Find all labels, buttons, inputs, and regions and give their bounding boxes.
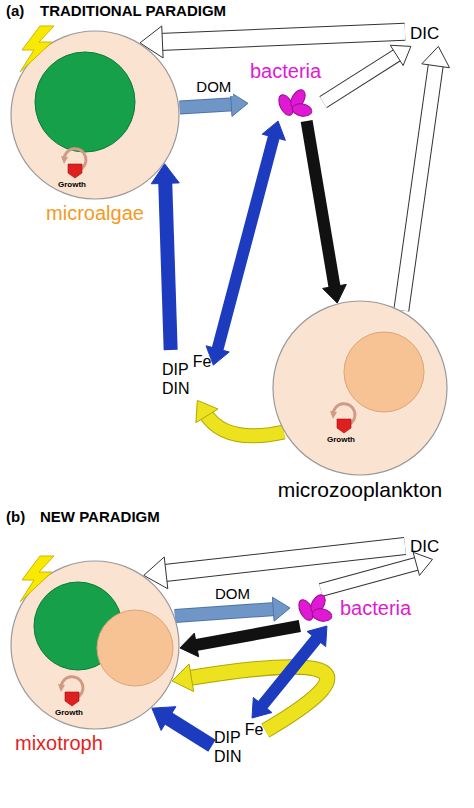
arrow-shaft: [180, 104, 234, 107]
panel-heading: (a): [6, 2, 24, 20]
panel-heading: (b): [6, 508, 25, 526]
pool-box: DIC: [405, 22, 444, 46]
bacteria-group: bacteria: [248, 58, 323, 121]
growth-arrow: [68, 164, 82, 178]
flux-arrow: [152, 707, 212, 746]
arrow-outline: [163, 546, 405, 573]
arrow-shaft: [323, 54, 399, 102]
flux-arrow: [321, 552, 433, 590]
growth-cycle-head: [61, 156, 68, 164]
nutrient-box: DIPFeDIN: [160, 350, 213, 400]
cell-membrane: [273, 301, 447, 475]
cell-outline: [10, 560, 180, 730]
flux-arrow: [323, 45, 411, 102]
arrow-outline: [321, 563, 419, 590]
flux-arrow: [307, 121, 347, 303]
growth-cycle-head: [58, 684, 65, 692]
arrow-head: [307, 626, 327, 647]
arrow-shaft: [165, 180, 171, 350]
nutrient-box: DIPFeDIN: [212, 718, 265, 768]
arrow-shaft: [205, 414, 283, 436]
organism-name: microzooplankton: [278, 478, 443, 502]
arrow-outline: [401, 63, 436, 310]
flux-arrow: [140, 26, 405, 58]
organism-name: bacteria: [250, 60, 321, 83]
flux-arrow: [401, 46, 449, 310]
organelle: [97, 610, 173, 686]
cell-outline: [10, 30, 180, 200]
light-bolt: [20, 556, 54, 602]
panel-heading: TRADITIONAL PARADIGM: [40, 2, 226, 20]
bacteria-group: bacteria: [290, 590, 413, 626]
arrow-head: [323, 284, 347, 303]
arrow-outline: [180, 104, 234, 107]
growth-label: Growth: [55, 708, 83, 718]
flux-arrow: [172, 664, 327, 731]
organism-name: bacteria: [340, 597, 411, 620]
nutrient-label: Fe: [245, 720, 264, 739]
pool-label: DIC: [410, 24, 439, 43]
cell-circle: microzooplanktonGrowth: [272, 300, 448, 476]
nutrient-label: DIP: [162, 360, 189, 379]
cell-circle: mixotrophGrowth: [10, 560, 180, 730]
arrow-head: [272, 597, 290, 621]
pool-label: DIC: [410, 537, 439, 556]
arrow-shaft: [261, 637, 318, 707]
flux-arrow: [151, 164, 179, 350]
cell-outline: [272, 300, 448, 476]
arrow-shaft: [401, 63, 436, 310]
arrow-shaft: [217, 135, 274, 352]
arrow-head: [196, 400, 218, 422]
organism-name: mixotroph: [15, 732, 103, 755]
growth-arrow: [337, 419, 351, 433]
nutrient-label: DIP: [214, 728, 241, 747]
pool-box: DIC: [405, 535, 444, 559]
growth-cycle-head: [330, 411, 337, 419]
arrow-shaft: [321, 563, 419, 590]
flux-label: DOM: [213, 585, 252, 603]
growth-label: Growth: [58, 180, 86, 190]
arrow-head: [390, 45, 411, 65]
arrow-shaft: [307, 121, 335, 289]
flux-arrow: [180, 626, 300, 657]
nutrient-row: DIPFe: [162, 352, 211, 379]
bacteria-symbol: [292, 592, 336, 624]
nutrient-row: DIN: [214, 747, 263, 766]
arrow-shaft: [159, 32, 405, 42]
arrow-head: [262, 121, 285, 140]
organelle: [35, 52, 135, 152]
flux-arrow: [206, 121, 285, 365]
organism-name: microalgae: [46, 202, 144, 225]
flux-label: DOM: [194, 78, 233, 96]
arrow-head: [152, 707, 176, 731]
bacterium: [311, 607, 333, 622]
arrow-head: [180, 633, 199, 657]
flux-arrow: [252, 626, 327, 718]
arrow-outline: [175, 609, 276, 616]
nutrient-row: DIPFe: [214, 720, 263, 747]
arrow-outline: [159, 32, 405, 42]
nutrient-label: Fe: [193, 352, 212, 371]
panel-heading: NEW PARADIGM: [40, 508, 160, 526]
organelle: [344, 332, 424, 412]
arrow-shaft: [166, 717, 212, 746]
flux-arrow: [196, 400, 284, 435]
arrow-shaft: [194, 626, 300, 645]
nutrient-row: DIN: [162, 379, 211, 398]
bacteria-symbol: [272, 87, 316, 119]
arrow-head: [252, 697, 272, 718]
nutrient-label: DIN: [214, 747, 242, 766]
nutrient-label: DIN: [162, 379, 190, 398]
arrow-head: [422, 46, 450, 67]
growth-label: Growth: [327, 435, 355, 445]
arrow-outline: [205, 414, 283, 436]
growth-arrow: [65, 692, 79, 706]
arrow-shaft: [163, 546, 405, 573]
cell-circle: microalgaeGrowth: [10, 30, 180, 200]
arrow-outline: [323, 54, 399, 102]
bacterium: [291, 102, 313, 117]
arrow-shaft: [175, 609, 276, 616]
light-bolt: [20, 26, 54, 72]
